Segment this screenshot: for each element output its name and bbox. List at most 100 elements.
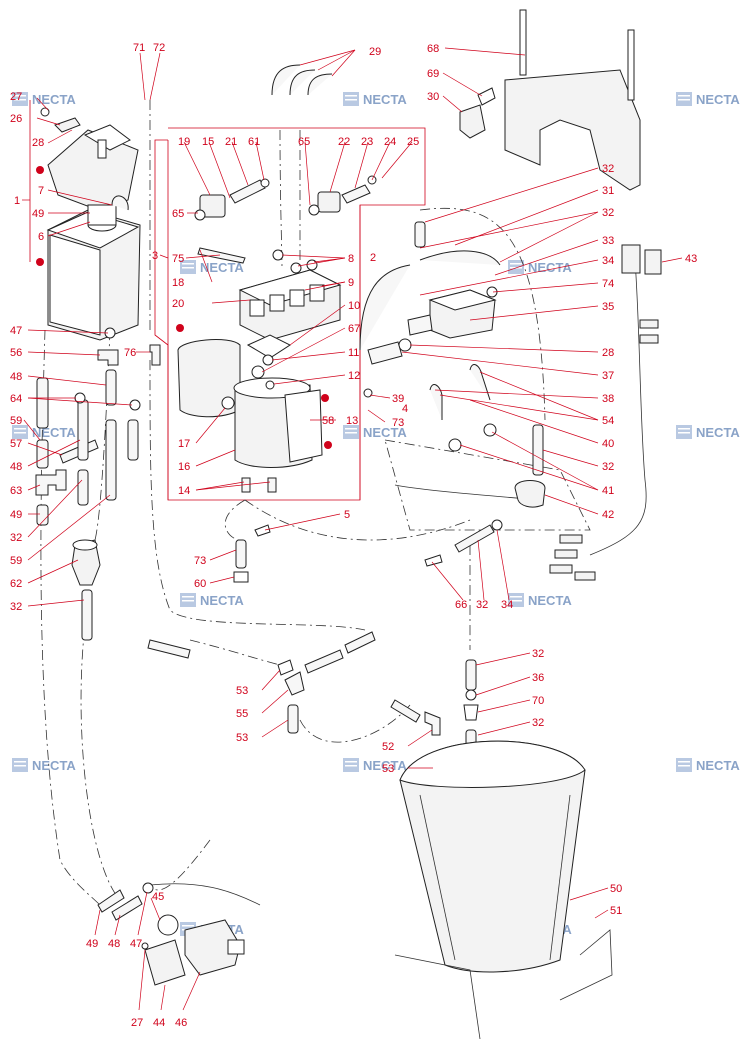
leader	[195, 481, 271, 491]
leader	[281, 254, 346, 259]
watermark-text: NECTA	[363, 425, 407, 440]
callout-28: 28	[602, 347, 614, 359]
stem-21	[229, 179, 266, 204]
marker-dot	[324, 441, 332, 449]
valve-port-3	[289, 289, 305, 307]
watermark-text: NECTA	[32, 758, 76, 773]
flowmeter-42	[514, 480, 546, 508]
screw-39	[363, 388, 373, 398]
tube-32g	[465, 659, 477, 691]
callout-21: 21	[225, 136, 237, 148]
leader	[139, 52, 146, 101]
leader	[419, 211, 599, 249]
leader	[27, 375, 107, 386]
clamp-36	[465, 689, 477, 701]
top-hoses	[271, 64, 333, 96]
callout-53: 53	[382, 763, 394, 775]
leader	[569, 887, 609, 901]
callout-47: 47	[130, 938, 142, 950]
leader	[479, 371, 599, 421]
thermostat-17	[221, 396, 235, 410]
leader	[439, 394, 599, 421]
route-line	[279, 129, 283, 271]
callout-20: 20	[172, 298, 184, 310]
leader	[401, 351, 599, 376]
callout-65: 65	[298, 136, 310, 148]
callout-70: 70	[532, 695, 544, 707]
leader	[47, 129, 73, 144]
leader	[442, 72, 483, 97]
callout-73: 73	[194, 555, 206, 567]
elbow-76	[149, 344, 161, 366]
watermark-text: NECTA	[528, 593, 572, 608]
callout-18: 18	[172, 277, 184, 289]
callout-43: 43	[685, 253, 697, 265]
top-bracket	[459, 9, 641, 191]
hose-32f	[344, 631, 376, 654]
leader	[491, 431, 599, 491]
watermark-text: NECTA	[32, 425, 76, 440]
fitting-8b	[290, 262, 302, 274]
clip-66	[424, 554, 443, 567]
callout-17: 17	[178, 438, 190, 450]
callout-66: 66	[455, 599, 467, 611]
callout-16: 16	[178, 461, 190, 473]
route-line	[224, 499, 246, 541]
callout-53: 53	[236, 685, 248, 697]
leader	[27, 442, 63, 456]
leader	[313, 257, 346, 263]
watermark: NECTA	[676, 758, 740, 773]
leader	[469, 399, 599, 444]
bracket-10	[246, 334, 292, 359]
water-inlet	[97, 882, 245, 986]
leader	[661, 257, 683, 263]
cap-60	[233, 571, 249, 583]
leader	[261, 689, 289, 714]
watermark: NECTA	[676, 92, 740, 107]
tube-48b	[77, 399, 89, 461]
callout-57: 57	[10, 438, 22, 450]
callout-48: 48	[108, 938, 120, 950]
callout-69: 69	[427, 68, 439, 80]
route-line	[244, 499, 471, 541]
washer-41a	[448, 438, 462, 452]
callout-32: 32	[532, 648, 544, 660]
callout-59: 59	[10, 415, 22, 427]
callout-33: 33	[602, 235, 614, 247]
callout-59: 59	[10, 555, 22, 567]
leader	[159, 254, 169, 259]
flowmeter-group	[363, 364, 546, 567]
outlet-14b	[267, 477, 277, 493]
callout-32: 32	[10, 532, 22, 544]
elbow-52	[424, 711, 441, 736]
seal-11	[262, 354, 274, 366]
callout-3: 3	[152, 250, 158, 262]
leader	[27, 559, 79, 584]
marker-dot	[36, 166, 44, 174]
leader	[27, 479, 83, 538]
route-line	[419, 207, 546, 421]
leader	[444, 47, 526, 56]
base-plate-outline	[384, 439, 591, 531]
cover-body	[47, 129, 139, 211]
bracket-68	[504, 69, 641, 191]
callout-10: 10	[348, 300, 360, 312]
leader	[542, 449, 599, 467]
connector-d	[639, 334, 659, 344]
leader	[27, 397, 133, 406]
pipe-32a	[414, 221, 426, 248]
leader	[261, 669, 281, 691]
callout-14: 14	[178, 485, 190, 497]
inlet-valve-46	[184, 919, 241, 976]
callout-11: 11	[348, 347, 359, 359]
callout-74: 74	[602, 278, 614, 290]
callout-32: 32	[602, 207, 614, 219]
tank-face	[49, 234, 101, 336]
callout-34: 34	[602, 255, 614, 267]
leader	[231, 141, 249, 186]
callout-63: 63	[10, 485, 22, 497]
leader	[329, 141, 346, 193]
stem-23	[341, 184, 371, 204]
leader	[208, 141, 231, 199]
